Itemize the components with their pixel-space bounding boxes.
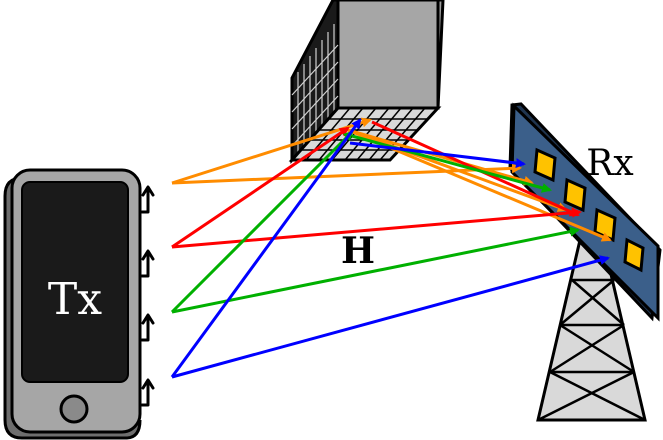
ris-surface-icon bbox=[288, 0, 445, 164]
antenna-icon bbox=[140, 185, 155, 214]
smartphone-icon: Tx bbox=[3, 168, 142, 440]
rx-label: Rx bbox=[586, 143, 633, 184]
rx-element bbox=[623, 237, 645, 273]
tx-antennas bbox=[140, 185, 155, 407]
antenna-icon bbox=[140, 249, 155, 278]
channel-label: H bbox=[341, 230, 375, 272]
arrow-path-green bbox=[170, 130, 580, 314]
antenna-tower-icon: Rx bbox=[508, 102, 662, 422]
phone-screen bbox=[21, 181, 129, 383]
antenna-icon bbox=[140, 313, 155, 342]
rx-antenna-elements bbox=[533, 147, 645, 273]
rx-element bbox=[533, 147, 557, 183]
rx-element bbox=[563, 177, 587, 213]
antenna-icon bbox=[140, 378, 155, 407]
tx-label: Tx bbox=[48, 274, 102, 325]
arrow-path-blue bbox=[170, 118, 610, 379]
ris-side-face bbox=[336, 0, 440, 110]
home-button bbox=[59, 394, 89, 424]
